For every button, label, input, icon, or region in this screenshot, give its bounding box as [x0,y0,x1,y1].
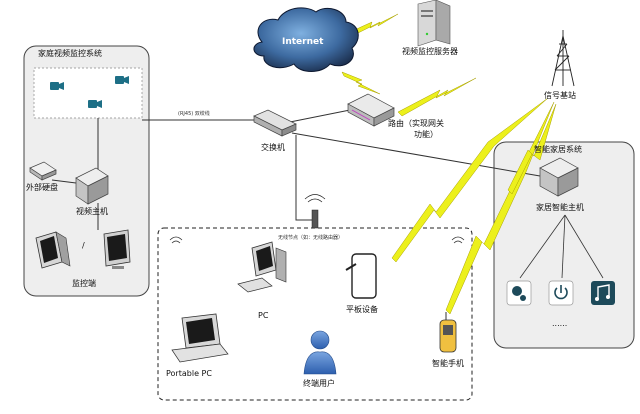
monitor-label: 监控端 [72,279,96,288]
music-note-icon [591,281,615,305]
video-host-icon [75,167,109,205]
external-disk-icon [29,161,57,181]
lightning-router-base [397,77,477,117]
smartphone-icon [439,312,457,353]
lightning-base-tablet [391,97,549,263]
pc-label: PC [258,311,269,320]
internet-cloud-icon [253,7,359,72]
lightning-cloud-router [341,71,381,95]
home-video-title: 家庭视频监控系统 [38,49,102,58]
internet-label: Internet [282,37,324,47]
external-disk-label: 外部硬盘 [26,183,58,192]
lcd-monitor-icon [103,229,131,269]
wifi-corner-icon [169,236,183,244]
base-station-label: 信号基站 [544,91,576,100]
server-icon [417,0,451,47]
lightning-base-phone [445,101,555,315]
phone-label: 智能手机 [432,359,464,368]
lightning-base-smarthome [507,103,557,195]
portable-pc-label: Portable PC [166,369,212,378]
user-icon [303,330,337,375]
tablet-icon [345,253,377,299]
video-host-label: 视频主机 [76,207,108,216]
pc-icon [237,241,287,293]
cable-label: (RJ45) 双绞线 [178,111,210,117]
monitor-separator: / [82,241,85,250]
router-label-line1: 路由（实现网关 [388,119,444,128]
user-label: 终端用户 [303,379,335,388]
power-button-icon [548,280,574,306]
wifi-corner-icon [451,236,465,244]
switch-icon [253,109,297,137]
base-station-icon [551,30,575,87]
wireless-node-icon [304,194,326,229]
link-switch-router [289,109,351,123]
link-switch-smarthome [291,132,541,177]
switch-label: 交换机 [261,143,285,152]
smart-home-title: 智能家居系统 [534,145,582,154]
camera-icon [50,82,64,90]
wireless-node-label: 无线节点（如：无线路由器） [278,235,344,241]
wireless-lightning [341,13,557,315]
link-switch-wireless [295,135,312,221]
smart-home-host-icon [539,157,579,197]
camera-icon [88,100,102,108]
tablet-label: 平板设备 [346,305,378,314]
crt-monitor-icon [35,231,71,269]
camera-group-box [33,67,143,119]
server-label: 视频监控服务器 [402,47,458,56]
smart-home-tree [519,214,604,279]
router-icon [347,93,395,127]
sensor-device-icon [506,280,532,306]
router-label-line2: 功能） [414,130,438,139]
smart-home-more: ...... [552,319,568,328]
laptop-icon [171,313,229,363]
link-host-disk [51,179,77,184]
wired-links [51,109,541,230]
camera-icon [115,76,129,84]
smart-home-host-label: 家居智能主机 [536,203,584,212]
